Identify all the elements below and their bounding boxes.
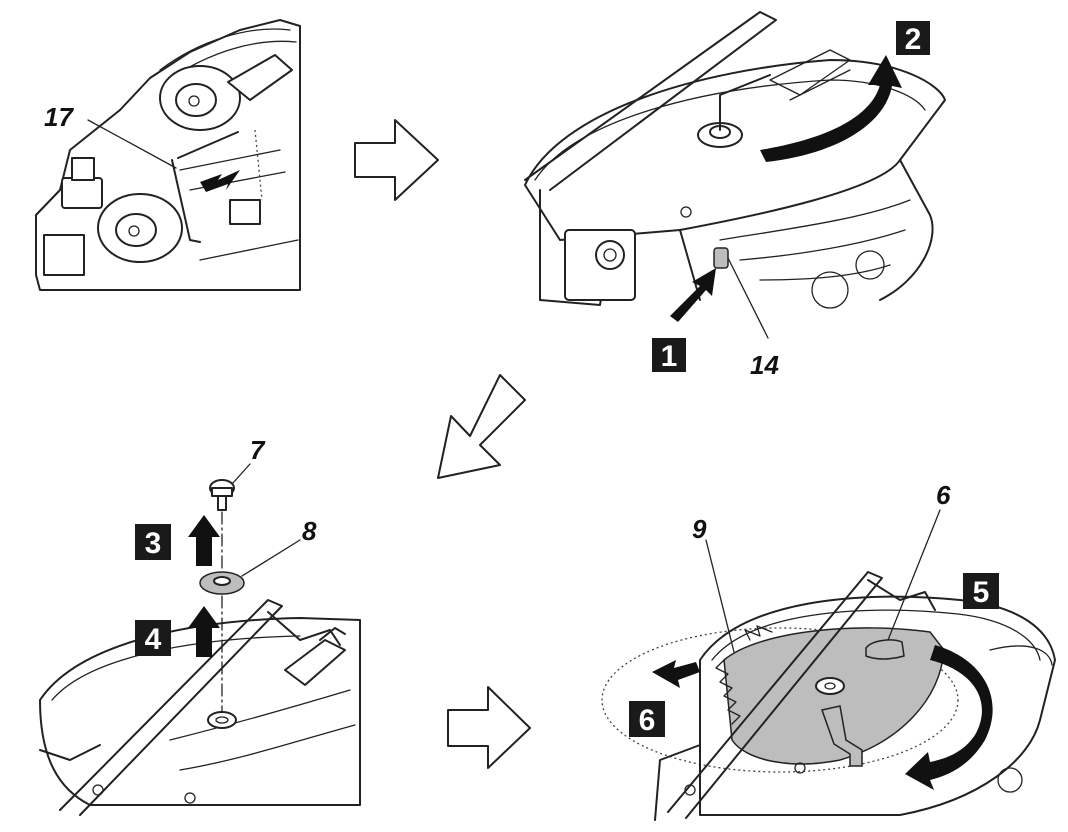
- flow-arrow-right-icon: [354, 119, 439, 201]
- callout-17: 17: [44, 102, 74, 132]
- svg-text:4: 4: [145, 623, 162, 656]
- panel-wrench-storage: [35, 19, 301, 291]
- step-badge-4: 4: [135, 620, 171, 656]
- svg-text:3: 3: [145, 527, 162, 560]
- callout-6: 6: [936, 480, 951, 510]
- panel-loosen-bolt: [524, 11, 946, 339]
- flow-arrow-right-icon: [447, 686, 531, 769]
- flow-arrow-diagonal-icon: [437, 374, 526, 479]
- step-badge-3: 3: [135, 524, 171, 560]
- callout-9: 9: [692, 514, 707, 544]
- step-badge-2: 2: [896, 21, 930, 56]
- step-badge-5: 5: [963, 573, 999, 609]
- step-badge-1: 1: [652, 338, 686, 373]
- svg-text:2: 2: [905, 23, 922, 56]
- step-badge-6: 6: [629, 701, 665, 737]
- svg-text:1: 1: [661, 340, 678, 373]
- callout-14: 14: [750, 350, 779, 380]
- callout-8: 8: [302, 516, 317, 546]
- svg-text:5: 5: [973, 576, 990, 609]
- svg-text:6: 6: [639, 704, 656, 737]
- panel-remove-blade: [601, 509, 1056, 821]
- panel-remove-bolt-flange: [39, 463, 361, 816]
- callout-7: 7: [250, 435, 266, 465]
